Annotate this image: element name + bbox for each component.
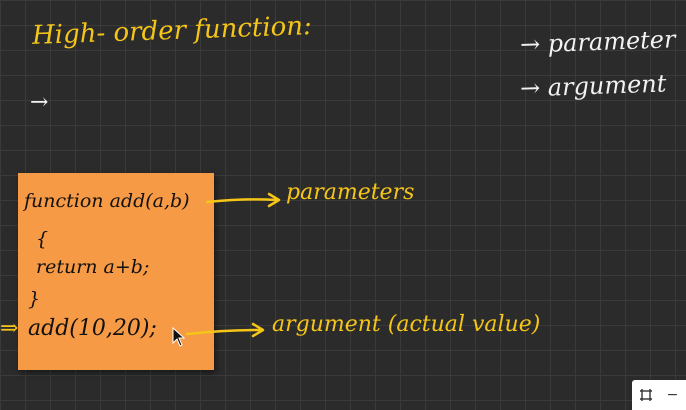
empty-arrow-bullet: → <box>30 90 49 115</box>
side-term-arrow: → <box>519 30 541 59</box>
side-term-label: parameter <box>547 25 676 58</box>
side-term-parameter: → parameter <box>519 25 676 59</box>
side-term-argument: → argument <box>519 69 667 103</box>
argument-label: argument (actual value) <box>272 312 541 337</box>
parameters-arrow <box>205 192 281 208</box>
argument-arrow <box>185 322 265 338</box>
side-term-label: argument <box>547 69 667 102</box>
code-line-call: add(10,20); <box>28 316 157 341</box>
zoom-out-button[interactable]: − <box>663 385 683 405</box>
board-title: High- order function: <box>31 11 313 51</box>
mouse-pointer-icon <box>172 327 186 347</box>
code-line-signature: function add(a,b) <box>24 190 190 212</box>
fit-screen-icon <box>639 389 652 401</box>
minus-icon: − <box>666 387 679 403</box>
code-line-open-brace: { <box>36 228 49 250</box>
code-line-return: return a+b; <box>36 256 150 278</box>
parameters-label: parameters <box>286 180 415 205</box>
fit-screen-button[interactable] <box>636 385 656 405</box>
implies-arrow-icon: ⇒ <box>0 316 19 341</box>
side-term-arrow: → <box>519 73 541 103</box>
zoom-toolbar: − <box>632 380 686 410</box>
code-line-close-brace: } <box>28 288 41 310</box>
